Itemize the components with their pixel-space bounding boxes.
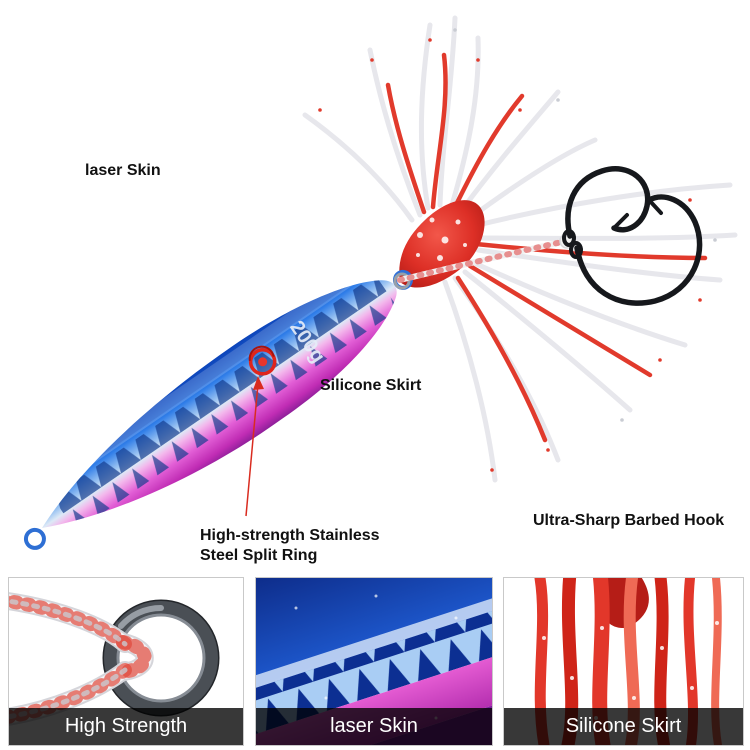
lure-scene-svg: 200g [18, 15, 738, 550]
thumbnail-silicone-skirt: Silicone Skirt [503, 577, 744, 746]
caption-high-strength: High Strength [9, 708, 243, 745]
label-split-ring-line1: High-strength Stainless [200, 527, 380, 544]
label-laser-skin: laser Skin [85, 162, 161, 179]
caption-silicone-skirt-text: Silicone Skirt [565, 715, 682, 737]
label-silicone-skirt: Silicone Skirt [320, 377, 422, 394]
barbed-hooks [562, 166, 703, 306]
split-ring-pointer [245, 376, 264, 517]
caption-laser-skin: laser Skin [256, 708, 492, 745]
split-ring [248, 345, 277, 376]
caption-laser-skin-text: laser Skin [330, 715, 418, 737]
thumbnail-laser-skin: laser Skin [255, 577, 493, 746]
label-split-ring: High-strength Stainless Steel Split Ring [200, 526, 380, 566]
strand-speckles [318, 28, 717, 472]
silicone-skirt-strands [302, 15, 738, 483]
label-barbed-hook: Ultra-Sharp Barbed Hook [533, 512, 725, 529]
product-illustration: 200g [18, 15, 738, 566]
caption-silicone-skirt: Silicone Skirt [504, 708, 743, 745]
tail-ring [23, 527, 46, 550]
caption-high-strength-text: High Strength [64, 715, 188, 737]
label-split-ring-line2: Steel Split Ring [200, 547, 318, 564]
thumbnail-high-strength: High Strength [8, 577, 244, 746]
connector-ring [393, 272, 411, 290]
